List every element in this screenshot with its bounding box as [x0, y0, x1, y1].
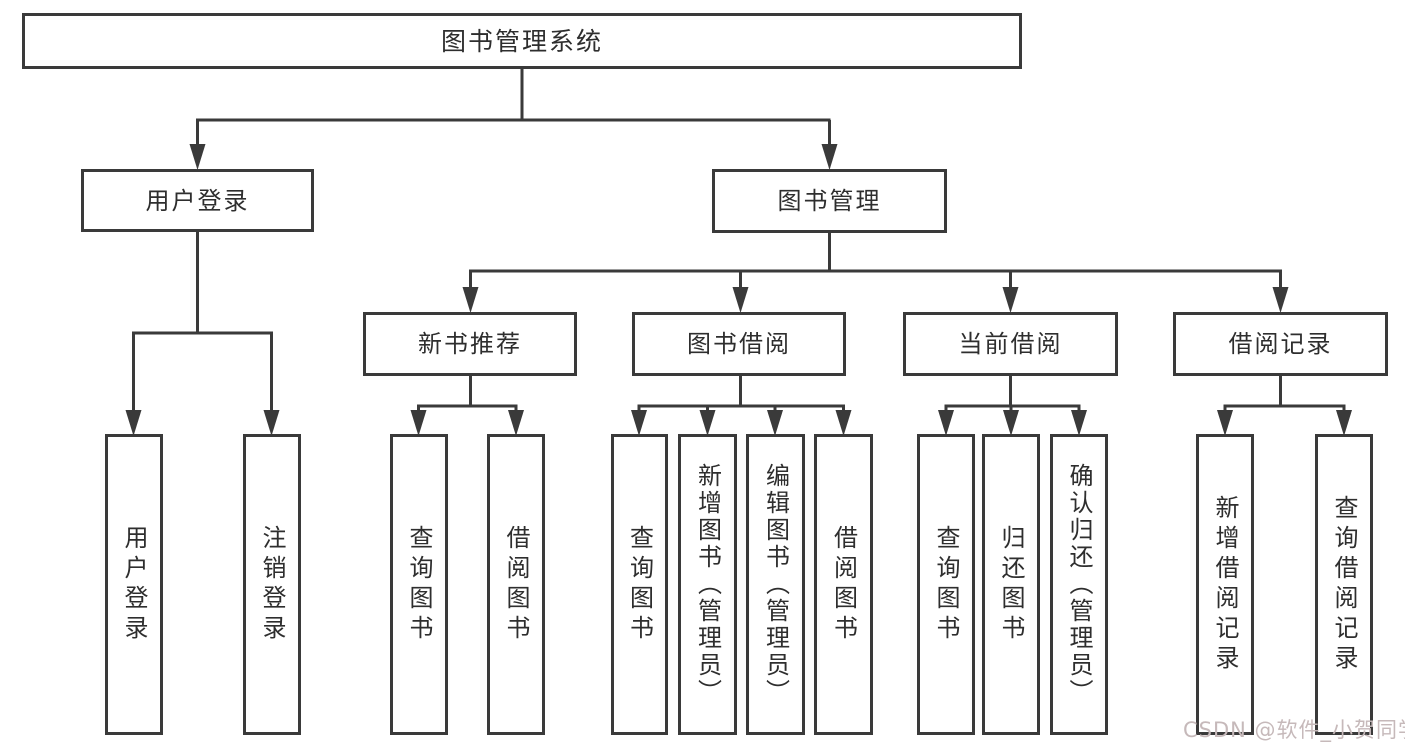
leaf-borrow-books-1: 借阅图书 — [487, 434, 545, 735]
leaf-query-books-3: 查询图书 — [917, 434, 975, 735]
leaf-label: 借阅图书 — [829, 524, 858, 645]
node-library-management-system: 图书管理系统 — [22, 13, 1022, 69]
leaf-confirm-return-admin: 确认归还（管理员） — [1050, 434, 1108, 735]
node-label: 当前借阅 — [958, 330, 1063, 358]
leaf-label: 注销登录 — [258, 524, 286, 645]
leaf-label: 用户登录 — [120, 524, 148, 645]
node-label: 图书管理 — [777, 187, 882, 215]
leaf-edit-books-admin: 编辑图书（管理员） — [746, 434, 805, 735]
leaf-borrow-books-2: 借阅图书 — [814, 434, 873, 735]
leaf-query-borrow-record: 查询借阅记录 — [1315, 434, 1373, 735]
leaf-label: 归还图书 — [997, 524, 1025, 645]
leaf-label: 确认归还（管理员） — [1065, 463, 1093, 706]
leaf-label: 查询图书 — [405, 524, 433, 645]
node-book-management: 图书管理 — [712, 169, 947, 233]
leaf-label: 新增图书（管理员） — [693, 463, 722, 706]
leaf-user-login: 用户登录 — [105, 434, 163, 735]
leaf-label: 查询图书 — [625, 524, 654, 645]
leaf-logout: 注销登录 — [243, 434, 301, 735]
leaf-return-books: 归还图书 — [982, 434, 1040, 735]
node-label: 图书借阅 — [687, 330, 791, 358]
leaf-label: 查询图书 — [932, 524, 960, 645]
leaf-add-borrow-record: 新增借阅记录 — [1196, 434, 1254, 735]
node-label: 用户登录 — [145, 186, 250, 215]
leaf-label: 查询借阅记录 — [1330, 494, 1358, 675]
leaf-query-books-1: 查询图书 — [390, 434, 448, 735]
leaf-query-books-2: 查询图书 — [611, 434, 668, 735]
node-label: 图书管理系统 — [440, 26, 603, 56]
node-label: 新书推荐 — [418, 330, 522, 358]
node-label: 借阅记录 — [1228, 330, 1333, 358]
node-book-borrow: 图书借阅 — [632, 312, 846, 376]
leaf-label: 借阅图书 — [502, 524, 530, 645]
leaf-label: 编辑图书（管理员） — [761, 463, 790, 706]
leaf-add-books-admin: 新增图书（管理员） — [678, 434, 737, 735]
node-new-book-recommend: 新书推荐 — [363, 312, 577, 376]
node-borrow-record: 借阅记录 — [1173, 312, 1388, 376]
node-current-borrow: 当前借阅 — [903, 312, 1118, 376]
leaf-label: 新增借阅记录 — [1211, 494, 1239, 675]
watermark-text: CSDN @软件_小贺同学 — [1183, 718, 1405, 742]
node-user-login: 用户登录 — [81, 169, 314, 232]
